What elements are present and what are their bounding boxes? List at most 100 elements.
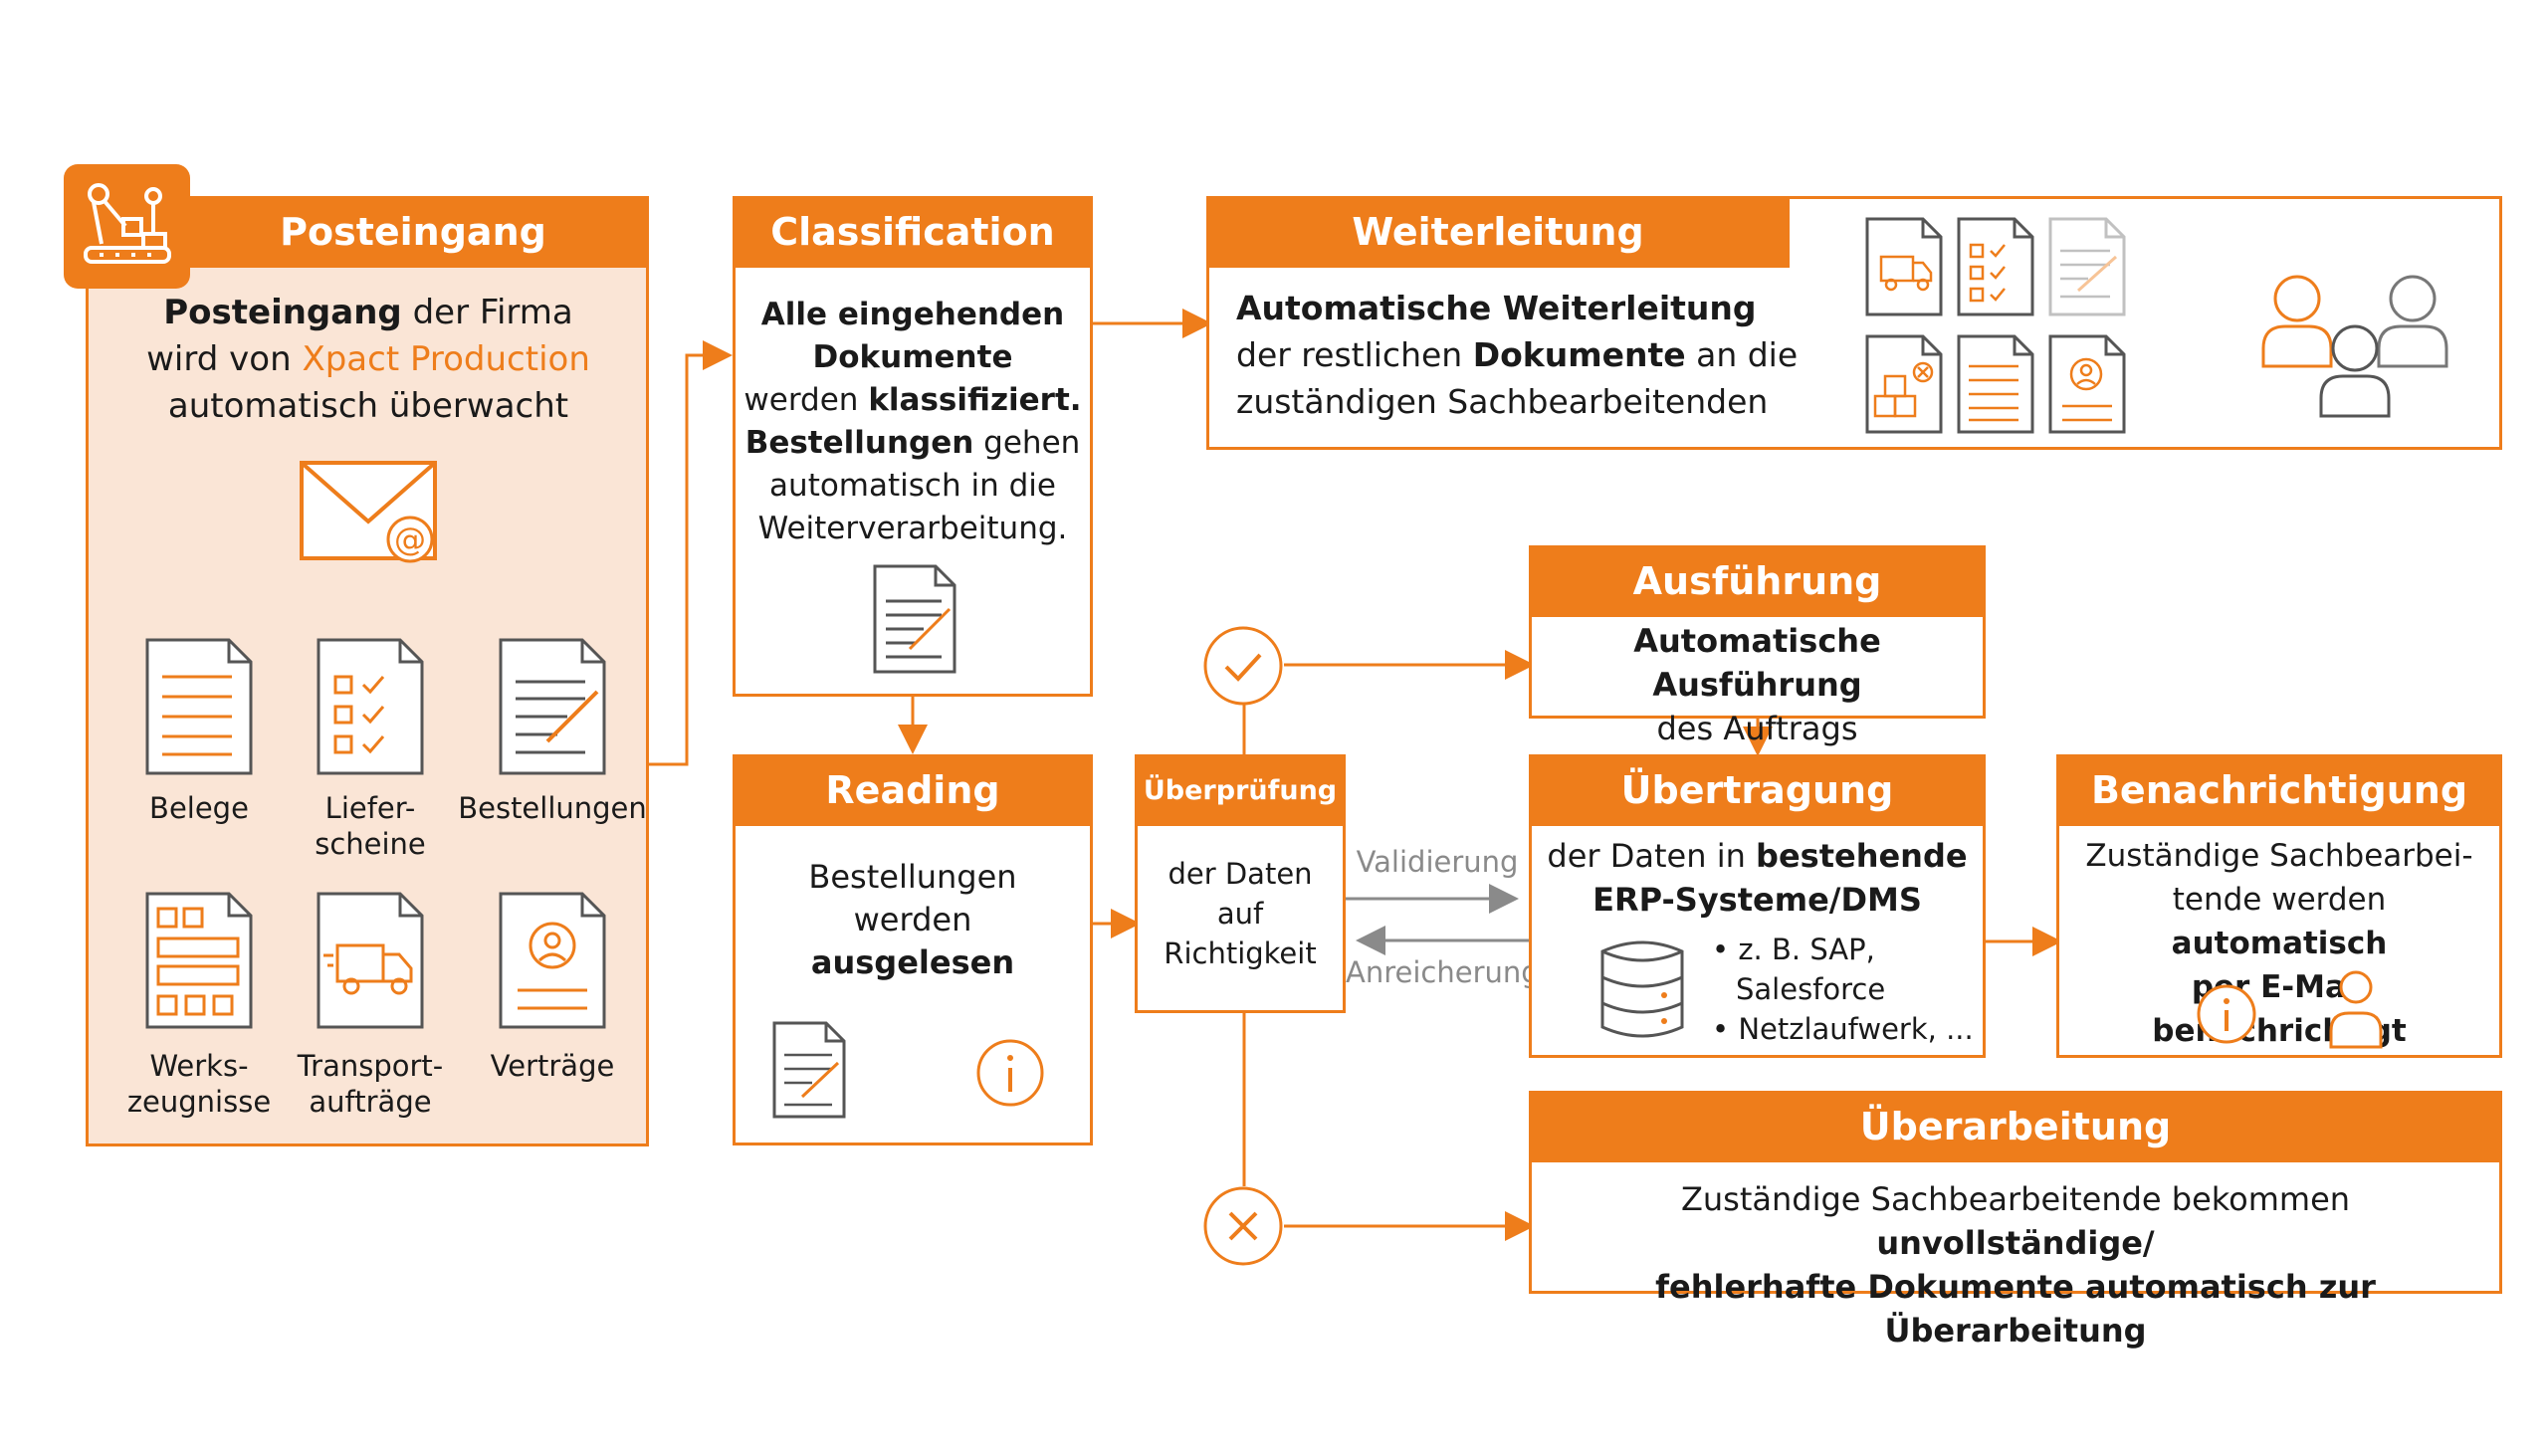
uebertragung-title: Übertragung <box>1620 768 1894 812</box>
vertraege-document-icon <box>498 891 607 1034</box>
weiterleitung-text-1: Automatische Weiterleitung <box>1236 289 1757 327</box>
cross-circle-icon <box>1202 1185 1284 1271</box>
faded-document-small-icon <box>2048 217 2126 320</box>
erp-system-list: • z. B. SAP, Salesforce • Netzlaufwerk, … <box>1712 930 1974 1049</box>
uebertragung-text-1b: bestehende <box>1756 837 1968 875</box>
weiterleitung-box <box>1206 196 2502 450</box>
people-group-icon <box>2259 271 2458 424</box>
ueberpruefung-header: Überprüfung <box>1135 754 1346 826</box>
doc-label-transport-2: aufträge <box>309 1085 432 1119</box>
classification-title: Classification <box>770 210 1055 254</box>
ueberarbeitung-text-2: fehlerhafte Dokumente automatisch zur Üb… <box>1655 1268 2376 1350</box>
classification-text-2: Dokumente <box>812 339 1013 375</box>
benachrichtigung-text: Zuständige Sachbearbei- tende werden aut… <box>2062 834 2496 1053</box>
uebertragung-text: der Daten in bestehende ERP-Systeme/DMS <box>1537 834 1978 922</box>
truck-document-icon <box>316 891 425 1034</box>
ueberarbeitung-text-1b: unvollständige/ <box>1876 1224 2155 1262</box>
reading-text-3: ausgelesen <box>810 943 1015 981</box>
posteingang-text: Posteingang der Firma wird von Xpact Pro… <box>100 290 637 430</box>
reading-title: Reading <box>825 768 1000 812</box>
weiterleitung-text: Automatische Weiterleitung der restliche… <box>1236 285 1853 425</box>
ueberarbeitung-title: Überarbeitung <box>1859 1105 2172 1148</box>
reading-text: Bestellungen werden ausgelesen <box>741 856 1085 984</box>
werkszeugnisse-document-icon <box>144 891 254 1034</box>
weiterleitung-title: Weiterleitung <box>1352 210 1644 254</box>
weiterleitung-text-2c: an die <box>1685 335 1799 374</box>
weiterleitung-header: Weiterleitung <box>1206 196 1790 268</box>
database-icon <box>1598 937 1686 1045</box>
belege-document-icon <box>144 637 254 780</box>
reading-text-1: Bestellungen <box>808 858 1017 896</box>
posteingang-text-1: der Firma <box>401 293 573 332</box>
ausfuehrung-header: Ausführung <box>1529 545 1986 617</box>
order-document-icon <box>872 563 957 679</box>
doc-label-belege: Belege <box>149 791 249 825</box>
weiterleitung-text-3: zuständigen Sachbearbeitenden <box>1236 382 1769 421</box>
classification-text-5: automatisch in die <box>769 468 1056 504</box>
doc-label-werkszeugnisse-1: Werks- <box>149 1049 249 1083</box>
doc-label-werkszeugnisse-2: zeugnisse <box>126 1085 272 1119</box>
info-icon <box>975 1038 1045 1112</box>
doc-label-lieferscheine-2: scheine <box>315 827 426 861</box>
ueberpruefung-title: Überprüfung <box>1143 774 1338 806</box>
posteingang-text-2: wird von <box>146 339 303 379</box>
benachrichtigung-header: Benachrichtigung <box>2056 754 2502 826</box>
benachrichtigung-text-2a: tende werden <box>2172 882 2387 918</box>
posteingang-text-3: automatisch überwacht <box>167 386 569 426</box>
checklist-document-small-icon <box>1957 217 2034 320</box>
ueberpruefung-text: der Daten auf Richtigkeit <box>1141 854 1340 973</box>
ausfuehrung-text-2: des Auftrags <box>1656 710 1858 747</box>
classification-text-3a: werden <box>743 382 869 418</box>
uebertragung-text-2: ERP-Systeme/DMS <box>1592 881 1922 919</box>
ausfuehrung-text-1: Automatische Ausführung <box>1633 622 1881 704</box>
classification-text: Alle eingehenden Dokumente werden klassi… <box>741 294 1085 550</box>
classification-header: Classification <box>733 196 1093 268</box>
erp-item-salesforce: Salesforce <box>1736 972 1886 1006</box>
order-document-small-icon <box>772 1021 846 1123</box>
classification-text-3b: klassifiziert. <box>868 382 1082 418</box>
posteingang-text-bold: Posteingang <box>163 293 402 332</box>
lines-document-small-icon <box>1957 334 2034 438</box>
boxes-document-small-icon <box>1865 334 1943 438</box>
doc-label-transport-1: Transport- <box>297 1049 444 1083</box>
ueberpruefung-text-1: der Daten <box>1168 857 1313 891</box>
classification-text-4b: gehen <box>973 425 1081 461</box>
doc-label-lieferscheine-1: Liefer- <box>324 791 416 825</box>
person-icon <box>2327 969 2385 1053</box>
classification-text-6: Weiterverarbeitung. <box>757 511 1068 546</box>
benachrichtigung-text-2b: automatisch <box>2171 926 2388 961</box>
ueberarbeitung-text-1a: Zuständige Sachbearbeitende bekommen <box>1680 1180 2351 1218</box>
svg-text:@: @ <box>394 520 426 558</box>
ueberarbeitung-text: Zuständige Sachbearbeitende bekommen unv… <box>1539 1177 2492 1352</box>
benachrichtigung-title: Benachrichtigung <box>2090 768 2468 812</box>
ausfuehrung-title: Ausführung <box>1632 559 1882 603</box>
email-envelope-icon: @ <box>299 460 440 569</box>
weiterleitung-text-2a: der restlichen <box>1236 335 1473 374</box>
anreicherung-label: Anreicherung <box>1346 955 1540 989</box>
doc-label-bestellungen: Bestellungen <box>458 791 647 825</box>
ausfuehrung-text: Automatische Ausführung des Auftrags <box>1537 619 1978 750</box>
info-small-icon <box>2196 983 2257 1049</box>
benachrichtigung-text-1: Zuständige Sachbearbei- <box>2085 838 2473 874</box>
uebertragung-text-1a: der Daten in <box>1547 837 1757 875</box>
posteingang-title: Posteingang <box>280 210 546 254</box>
posteingang-header: Posteingang <box>177 196 649 268</box>
ueberarbeitung-header: Überarbeitung <box>1529 1091 2502 1162</box>
doc-label-transportauftraege: Transport- aufträge <box>281 1048 460 1120</box>
uebertragung-header: Übertragung <box>1529 754 1986 826</box>
classification-text-4a: Bestellungen <box>744 425 974 461</box>
reading-text-2: werden <box>853 901 972 938</box>
doc-label-werkszeugnisse: Werks- zeugnisse <box>109 1048 289 1120</box>
ueberpruefung-text-2: auf <box>1216 897 1264 931</box>
truck-document-small-icon <box>1865 217 1943 320</box>
weiterleitung-text-2b: Dokumente <box>1472 335 1686 374</box>
doc-label-vertraege: Verträge <box>490 1049 615 1083</box>
checklist-document-icon <box>316 637 425 780</box>
ueberpruefung-text-3: Richtigkeit <box>1164 936 1317 970</box>
reading-header: Reading <box>733 754 1093 826</box>
validierung-label: Validierung <box>1356 845 1519 879</box>
erp-item-sap: • z. B. SAP, <box>1712 933 1875 966</box>
xpact-production-link: Xpact Production <box>302 339 590 379</box>
robot-arm-icon <box>64 164 190 289</box>
check-circle-icon <box>1202 625 1284 711</box>
